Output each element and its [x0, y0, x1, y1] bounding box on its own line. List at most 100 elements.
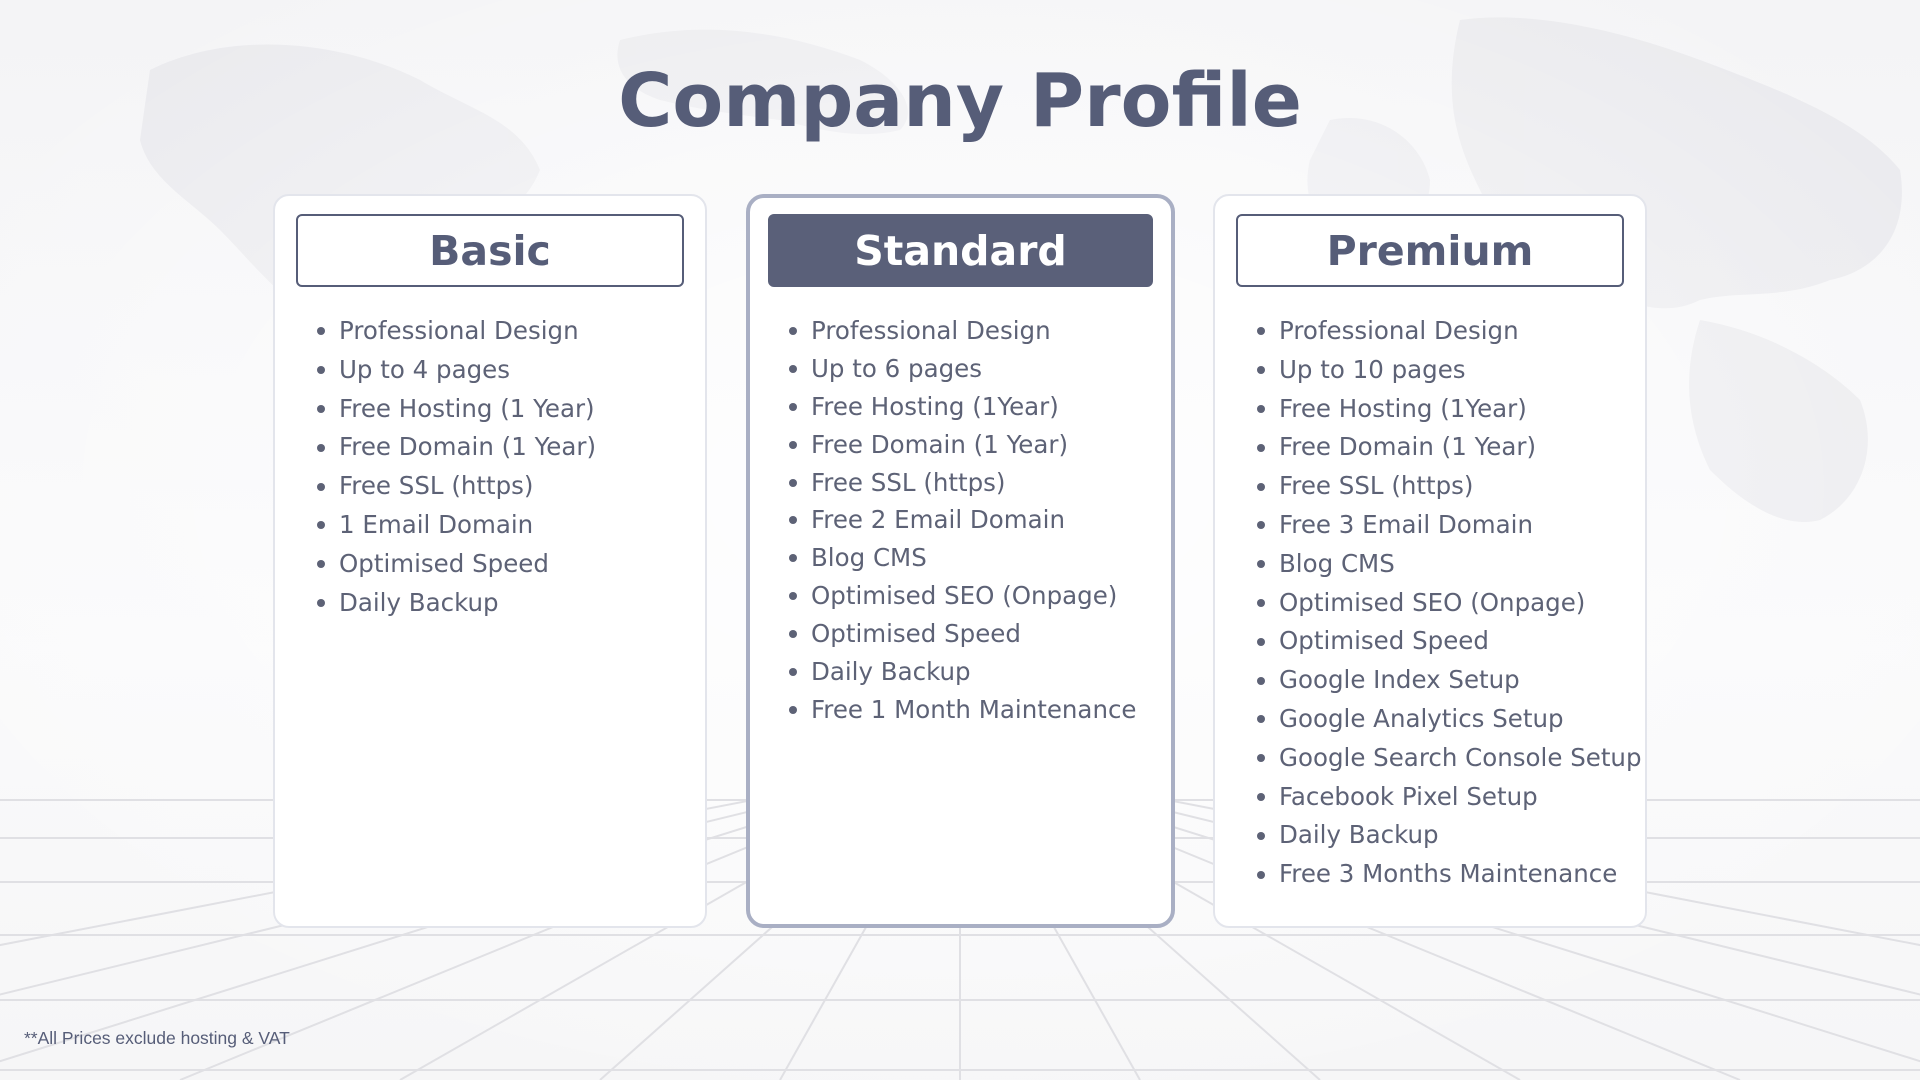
- bullet-icon: [1257, 792, 1265, 801]
- feature-item: Blog CMS: [787, 539, 1161, 577]
- feature-label: Daily Backup: [811, 657, 971, 687]
- feature-item: Optimised SEO (Onpage): [1255, 584, 1635, 623]
- feature-item: Free SSL (https): [787, 464, 1161, 502]
- feature-item: Up to 10 pages: [1255, 351, 1635, 390]
- bullet-icon: [1257, 870, 1265, 879]
- feature-item: Free 3 Email Domain: [1255, 506, 1635, 545]
- bullet-icon: [1257, 637, 1265, 646]
- bullet-icon: [1257, 715, 1265, 724]
- plan-card-standard[interactable]: Standard Professional Design Up to 6 page…: [746, 194, 1175, 928]
- bullet-icon: [1257, 404, 1265, 413]
- feature-label: Free SSL (https): [811, 467, 1006, 497]
- feature-label: Free 3 Email Domain: [1279, 509, 1533, 539]
- feature-label: Free 2 Email Domain: [811, 505, 1065, 535]
- bullet-icon: [1257, 327, 1265, 336]
- page-title: Company Profile: [618, 58, 1302, 144]
- feature-label: Facebook Pixel Setup: [1279, 781, 1538, 811]
- bullet-icon: [789, 364, 797, 373]
- feature-label: Free SSL (https): [339, 471, 534, 501]
- feature-item: Free Domain (1 Year): [315, 428, 695, 467]
- feature-label: Up to 6 pages: [811, 353, 982, 383]
- feature-item: Professional Design: [315, 312, 695, 351]
- bullet-icon: [1257, 443, 1265, 452]
- feature-item: Free 3 Months Maintenance: [1255, 855, 1635, 894]
- bullet-icon: [789, 516, 797, 525]
- plan-title-basic: Basic: [296, 214, 684, 287]
- feature-label: Professional Design: [339, 316, 579, 345]
- bullet-icon: [1257, 598, 1265, 607]
- feature-item: Up to 6 pages: [787, 350, 1161, 388]
- plan-title-standard: Standard: [768, 214, 1153, 287]
- feature-item: Free Domain (1 Year): [787, 426, 1161, 464]
- feature-item: Free 2 Email Domain: [787, 501, 1161, 539]
- feature-label: Professional Design: [1279, 316, 1519, 345]
- feature-item: Professional Design: [1255, 312, 1635, 351]
- plan-title-premium: Premium: [1236, 214, 1624, 287]
- plan-card-premium[interactable]: Premium Professional Design Up to 10 page…: [1213, 194, 1647, 928]
- bullet-icon: [317, 443, 325, 452]
- feature-label: Google Index Setup: [1279, 665, 1520, 695]
- bullet-icon: [317, 482, 325, 491]
- feature-item: Google Index Setup: [1255, 661, 1635, 700]
- bullet-icon: [789, 705, 797, 714]
- feature-label: Free Hosting (1Year): [1279, 393, 1527, 423]
- feature-label: Google Search Console Setup: [1279, 742, 1642, 772]
- bullet-icon: [789, 402, 797, 411]
- bullet-icon: [317, 560, 325, 569]
- feature-label: Free Domain (1 Year): [339, 432, 596, 462]
- bullet-icon: [1257, 482, 1265, 491]
- feature-item: 1 Email Domain: [315, 506, 695, 545]
- bullet-icon: [1257, 754, 1265, 763]
- bullet-icon: [789, 326, 797, 335]
- bullet-icon: [317, 521, 325, 530]
- feature-item: Optimised Speed: [315, 545, 695, 584]
- feature-label: Google Analytics Setup: [1279, 703, 1564, 733]
- feature-label: Free SSL (https): [1279, 471, 1474, 501]
- bullet-icon: [1257, 521, 1265, 530]
- feature-item: Blog CMS: [1255, 545, 1635, 584]
- feature-item: Free Hosting (1Year): [1255, 390, 1635, 429]
- feature-label: Blog CMS: [1279, 548, 1395, 578]
- feature-label: Up to 10 pages: [1279, 354, 1466, 384]
- feature-label: Free 1 Month Maintenance: [811, 694, 1137, 724]
- feature-item: Free SSL (https): [1255, 467, 1635, 506]
- feature-label: Optimised Speed: [1279, 626, 1489, 656]
- feature-item: Optimised Speed: [1255, 622, 1635, 661]
- bullet-icon: [1257, 831, 1265, 840]
- feature-item: Daily Backup: [315, 584, 695, 623]
- bullet-icon: [789, 630, 797, 639]
- feature-label: Optimised SEO (Onpage): [1279, 587, 1586, 617]
- bullet-icon: [1257, 560, 1265, 569]
- feature-item: Free 1 Month Maintenance: [787, 691, 1161, 729]
- pricing-footnote: **All Prices exclude hosting & VAT: [24, 1028, 290, 1048]
- bullet-icon: [789, 478, 797, 487]
- bullet-icon: [317, 598, 325, 607]
- feature-label: Optimised Speed: [339, 548, 549, 578]
- feature-item: Free SSL (https): [315, 467, 695, 506]
- feature-item: Free Hosting (1 Year): [315, 390, 695, 429]
- feature-item: Daily Backup: [1255, 816, 1635, 855]
- feature-label: Free 3 Months Maintenance: [1279, 859, 1618, 889]
- bullet-icon: [789, 667, 797, 676]
- bullet-icon: [317, 404, 325, 413]
- feature-label: Optimised Speed: [811, 619, 1021, 649]
- bullet-icon: [1257, 366, 1265, 375]
- feature-item: Daily Backup: [787, 653, 1161, 691]
- feature-label: Free Domain (1 Year): [1279, 432, 1536, 462]
- feature-label: Free Hosting (1 Year): [339, 393, 595, 423]
- bullet-icon: [789, 554, 797, 563]
- feature-item: Optimised Speed: [787, 615, 1161, 653]
- bullet-icon: [1257, 676, 1265, 685]
- feature-label: Professional Design: [811, 316, 1051, 345]
- feature-label: Optimised SEO (Onpage): [811, 581, 1118, 611]
- feature-item: Optimised SEO (Onpage): [787, 577, 1161, 615]
- feature-item: Facebook Pixel Setup: [1255, 778, 1635, 817]
- bullet-icon: [317, 327, 325, 336]
- bullet-icon: [789, 440, 797, 449]
- bullet-icon: [789, 592, 797, 601]
- feature-item: Free Hosting (1Year): [787, 388, 1161, 426]
- feature-item: Up to 4 pages: [315, 351, 695, 390]
